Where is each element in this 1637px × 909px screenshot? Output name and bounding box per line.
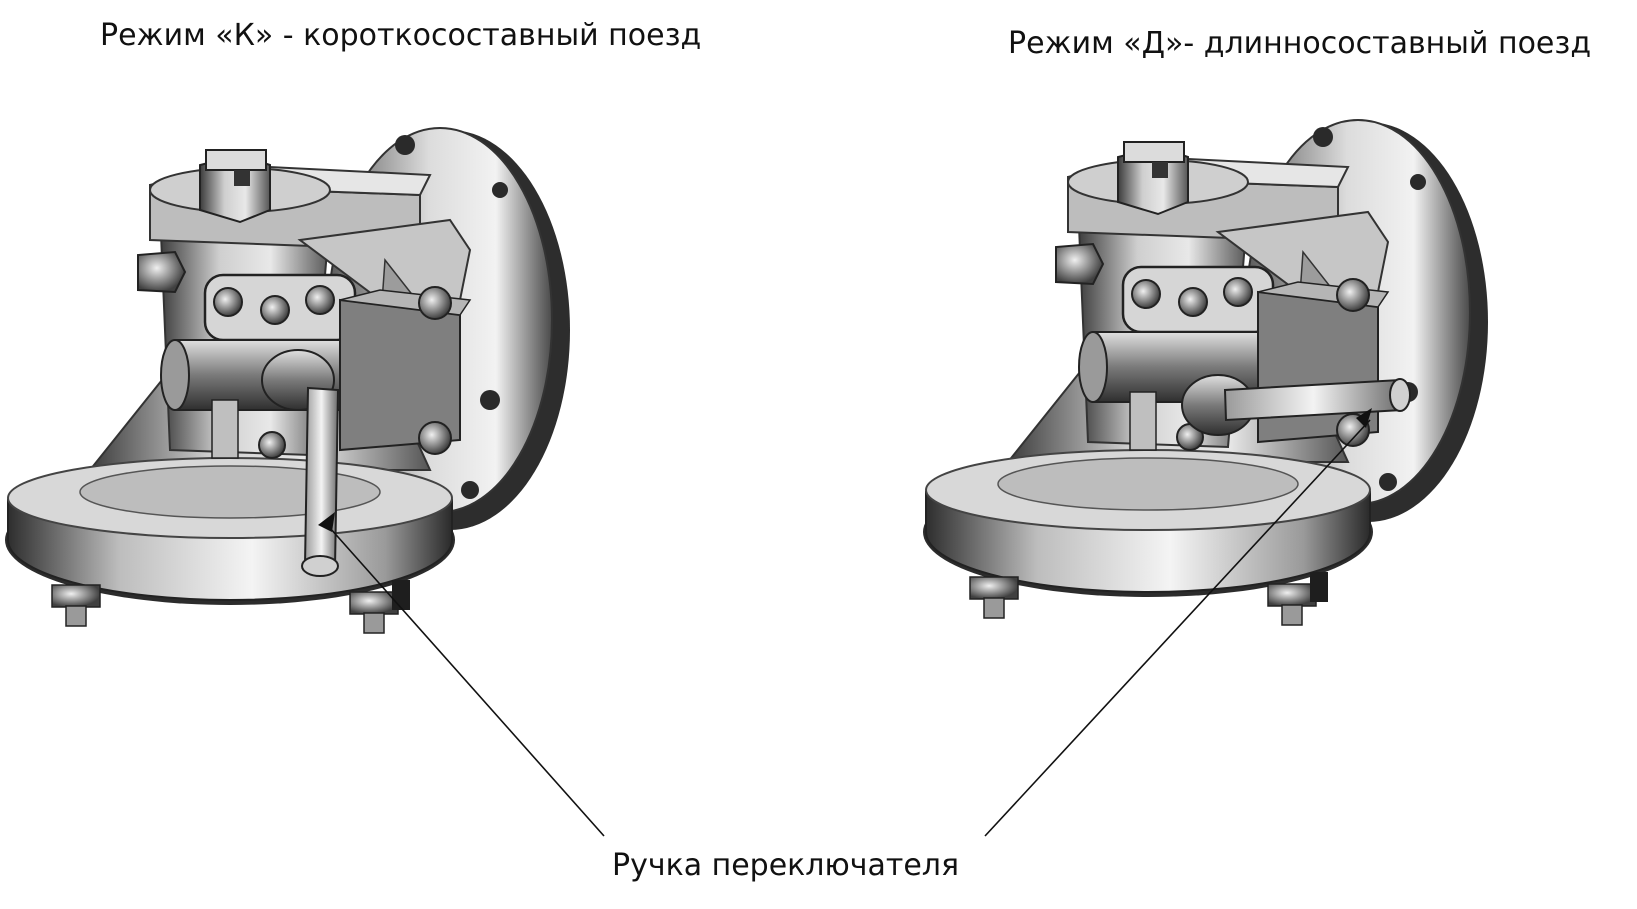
valve-mode-d [921,118,1490,627]
valve-mode-k [3,126,572,635]
leader-line-right [984,419,1371,837]
handle-caption: Ручка переключателя [612,848,959,883]
leader-line-left [329,527,605,837]
switch-handle-k [261,349,340,577]
mode-d-caption: Режим «Д»- длинносоставный поезд [1008,26,1592,61]
switch-handle-d [1181,374,1411,436]
mode-k-caption: Режим «К» - короткосоставный поезд [100,18,702,53]
